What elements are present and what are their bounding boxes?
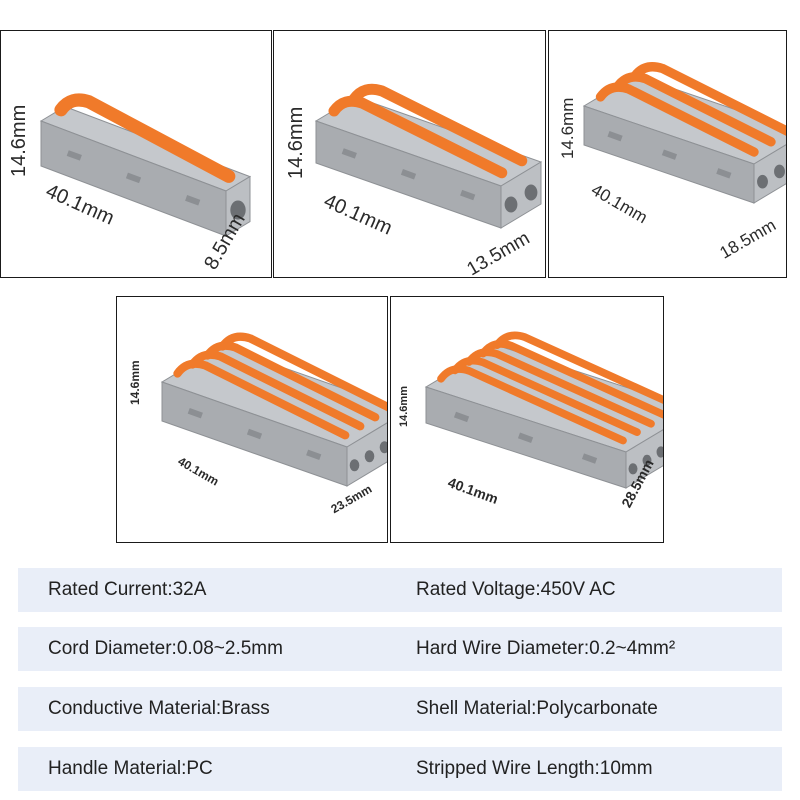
wire-port: [349, 459, 360, 472]
front-slot: [607, 130, 623, 142]
connector-panel-2: 14.6mm 40.1mm 13.5mm: [273, 30, 546, 278]
front-slot: [341, 148, 357, 159]
front-slot: [185, 195, 201, 206]
front-slot: [306, 449, 322, 461]
connector-panel-5: 14.6mm 40.1mm 28.5mm: [390, 296, 664, 543]
rated-voltage: Rated Voltage:450V AC: [416, 579, 616, 600]
height-dimension: 14.6mm: [285, 106, 307, 179]
connector-1-illustration: [39, 93, 252, 237]
orange-lever: [54, 93, 236, 183]
front-slot: [125, 172, 142, 184]
wire-port: [656, 446, 663, 458]
connector-panel-3: 14.6mm 40.1mm 18.5mm: [548, 30, 787, 278]
connector-panel-1: 14.6mm 40.1mm 8.5mm: [0, 30, 272, 278]
spec-row: Cord Diameter:0.08~2.5mm Hard Wire Diame…: [18, 627, 782, 671]
wire-port: [230, 200, 246, 220]
front-slot: [246, 428, 263, 440]
front-slot: [400, 169, 417, 180]
height-dimension: 14.6mm: [558, 97, 577, 159]
connector-4-illustration: [160, 332, 387, 487]
spec-row: Conductive Material:Brass Shell Material…: [18, 687, 782, 731]
spec-row: Rated Current:32A Rated Voltage:450V AC: [18, 568, 782, 612]
height-dimension: 14.6mm: [398, 386, 410, 427]
wire-port: [628, 463, 638, 475]
orange-lever: [348, 83, 528, 167]
handle-material: Handle Material:PC: [48, 758, 213, 779]
front-slot: [187, 407, 203, 419]
connector-2-illustration: [314, 83, 543, 229]
orange-lever: [629, 62, 786, 136]
connector-5-illustration: [424, 331, 663, 489]
conductive-material: Conductive Material:Brass: [48, 698, 270, 719]
wire-port: [364, 450, 375, 463]
orange-lever: [328, 95, 508, 179]
wire-port: [504, 196, 518, 213]
hard-wire-diameter: Hard Wire Diameter:0.2~4mm²: [416, 638, 676, 659]
height-dimension: 14.6mm: [8, 104, 30, 177]
wire-port: [757, 174, 768, 189]
front-slot: [66, 150, 82, 161]
connector-end-face: [753, 144, 786, 204]
spec-row: Handle Material:PC Stripped Wire Length:…: [18, 747, 782, 791]
connector-panel-4: 14.6mm 40.1mm 23.5mm: [116, 296, 388, 543]
wire-port: [642, 454, 652, 466]
front-slot: [661, 149, 678, 160]
front-slot: [716, 168, 732, 179]
rated-current: Rated Current:32A: [48, 579, 207, 600]
height-dimension: 14.6mm: [128, 360, 142, 405]
orange-lever: [218, 332, 387, 412]
shell-material: Shell Material:Polycarbonate: [416, 698, 658, 719]
cord-diameter: Cord Diameter:0.08~2.5mm: [48, 638, 283, 659]
front-slot: [460, 189, 476, 201]
front-slot: [453, 411, 470, 423]
front-slot: [517, 432, 534, 443]
stripped-wire-length: Stripped Wire Length:10mm: [416, 758, 653, 779]
wire-port: [524, 184, 538, 201]
orange-lever: [493, 331, 663, 404]
wire-port: [379, 441, 387, 454]
wire-port: [774, 164, 785, 179]
front-slot: [581, 453, 598, 464]
connector-3-illustration: [582, 62, 786, 204]
